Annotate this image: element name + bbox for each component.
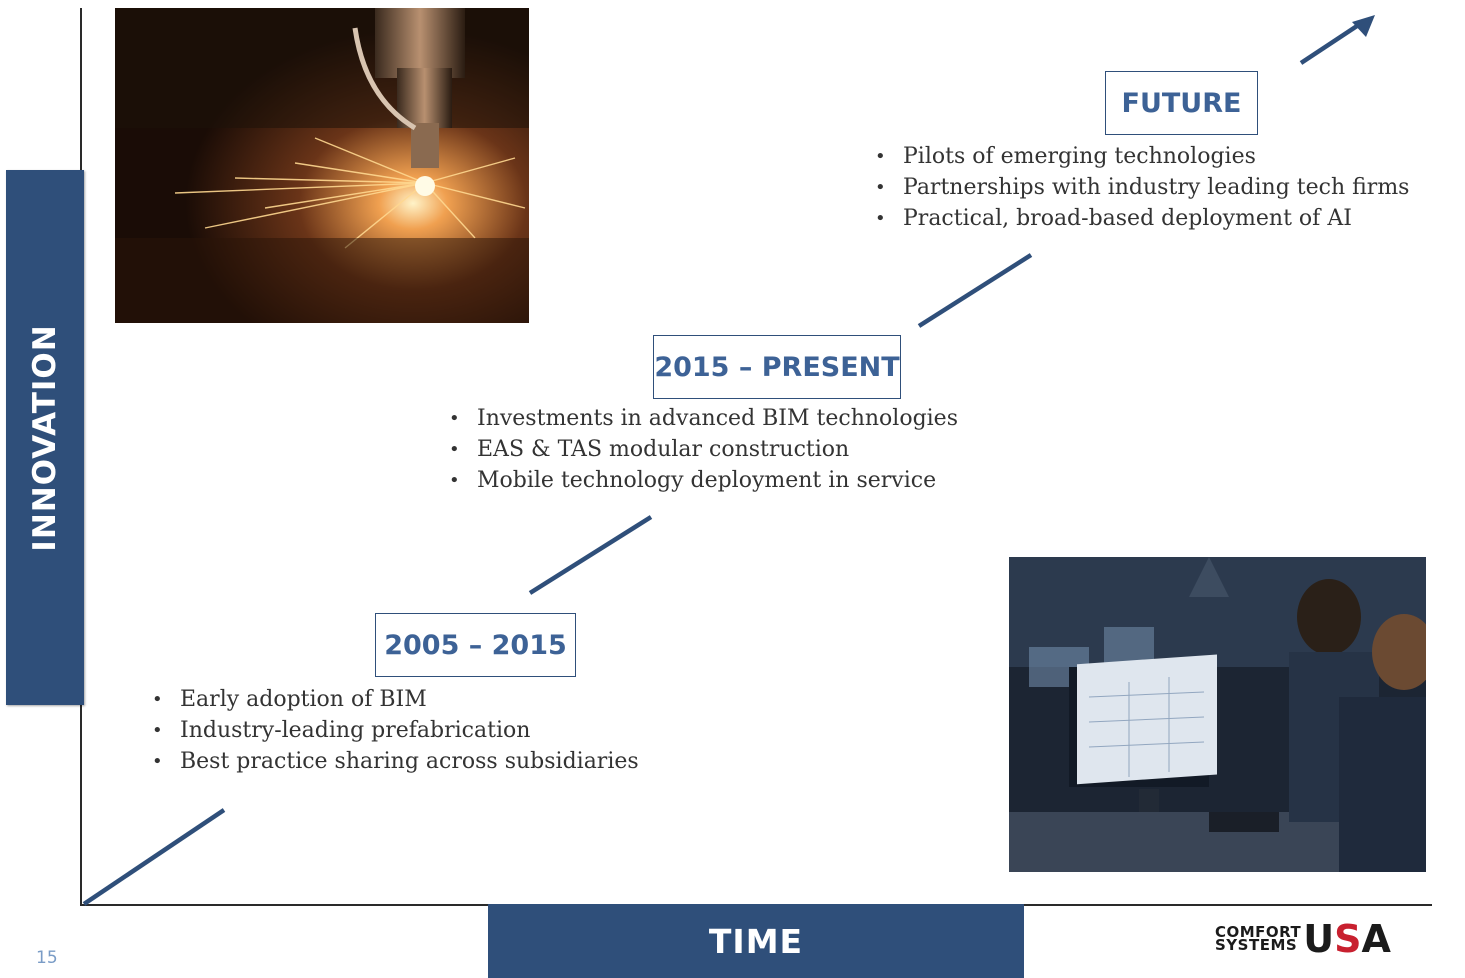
list-item: Pilots of emerging technologies [875, 141, 1409, 172]
list-item: Mobile technology deployment in service [449, 465, 958, 496]
logo-usa: USA [1303, 917, 1391, 961]
page-number: 15 [36, 948, 58, 968]
y-axis-label-bar: INNOVATION [6, 170, 84, 705]
arrow-segment-4 [1299, 22, 1362, 65]
engineers-photo [1009, 557, 1426, 872]
list-item: Practical, broad-based deployment of AI [875, 203, 1409, 234]
stage-2005-2015-bullets: Early adoption of BIM Industry-leading p… [152, 684, 639, 777]
stage-future-bullets: Pilots of emerging technologies Partners… [875, 141, 1409, 234]
stage-label-future: FUTURE [1105, 71, 1258, 135]
list-item: Early adoption of BIM [152, 684, 639, 715]
arrow-segment-3 [917, 253, 1033, 328]
list-item: Industry-leading prefabrication [152, 715, 639, 746]
arrow-segment-2 [528, 515, 653, 595]
arrow-segment-1 [82, 808, 226, 906]
list-item: Best practice sharing across subsidiarie… [152, 746, 639, 777]
list-item: EAS & TAS modular construction [449, 434, 958, 465]
company-logo: COMFORT SYSTEMS USA [1215, 920, 1391, 958]
x-axis-label: TIME [708, 921, 804, 961]
stage-label-2005-2015: 2005 – 2015 [375, 613, 576, 677]
stage-label-2015-present: 2015 – PRESENT [653, 335, 901, 399]
laser-cutting-photo [115, 8, 529, 323]
list-item: Partnerships with industry leading tech … [875, 172, 1409, 203]
stage-2015-present-bullets: Investments in advanced BIM technologies… [449, 403, 958, 496]
logo-line-2: SYSTEMS [1215, 936, 1298, 954]
x-axis-label-bar: TIME [488, 904, 1024, 978]
logo-line-1: COMFORT [1215, 923, 1302, 941]
arrow-head [1352, 15, 1375, 37]
list-item: Investments in advanced BIM technologies [449, 403, 958, 434]
